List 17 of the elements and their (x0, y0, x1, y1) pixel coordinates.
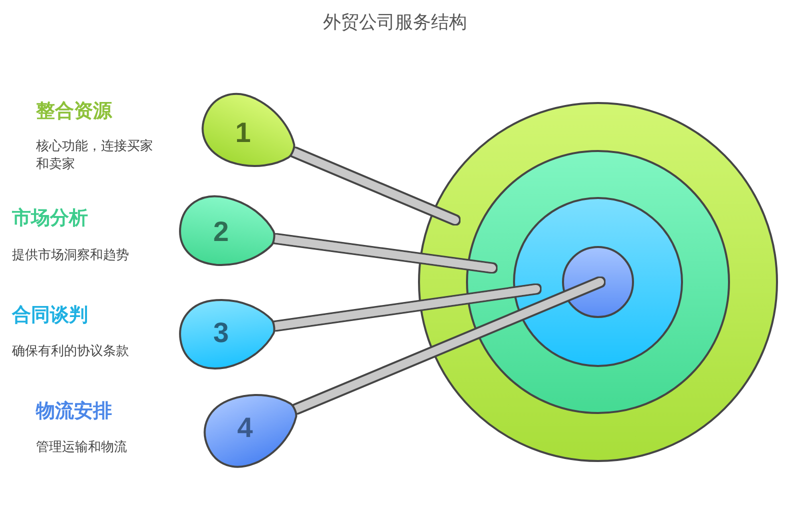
description-text: 管理运输和物流 (36, 438, 128, 456)
step-number: 4 (237, 413, 253, 443)
description-text: 提供市场洞察和趋势 (12, 246, 130, 264)
step-number: 1 (235, 118, 251, 148)
diagram-title: 外贸公司服务结构 (323, 11, 467, 34)
pin-stick (292, 278, 604, 414)
section-heading: 整合资源 (36, 100, 112, 124)
description-text: 确保有利的协议条款 (12, 342, 130, 360)
section-heading: 市场分析 (12, 207, 88, 231)
step-number: 2 (213, 217, 229, 247)
section-heading: 物流安排 (36, 400, 112, 424)
description-text: 核心功能，连接买家和卖家 (36, 137, 154, 173)
pin-stick (290, 148, 459, 224)
section-heading: 合同谈判 (12, 304, 88, 328)
pin-stick (272, 285, 540, 330)
step-number: 3 (213, 318, 229, 348)
pin-stick (272, 234, 496, 272)
